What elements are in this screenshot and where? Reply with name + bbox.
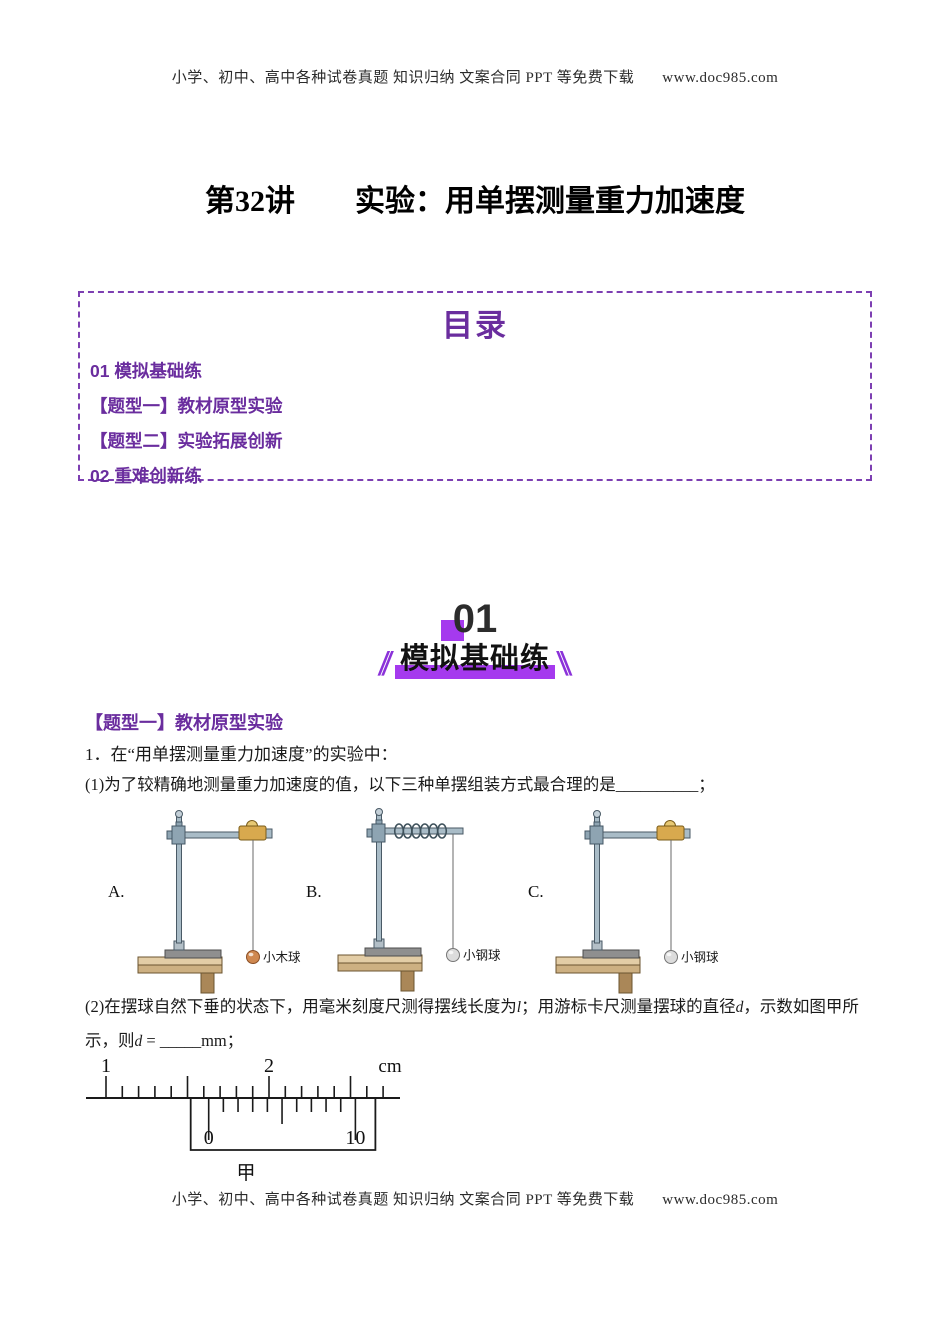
ball-label: 小钢球 [681, 951, 719, 965]
page-footer: 小学、初中、高中各种试卷真题 知识归纳 文案合同 PPT 等免费下载 www.do… [0, 1188, 950, 1209]
pendulum-ball [446, 948, 460, 962]
rod-knob [375, 808, 383, 816]
toc-item-type1: 【题型一】教材原型实验 [90, 396, 283, 416]
answer-blank: _____ [159, 1031, 202, 1050]
pendulum-svg: 小木球 [137, 810, 301, 994]
part2-text-c: ，示数如图甲所示，则 [85, 997, 859, 1050]
brass-clamp [238, 825, 267, 841]
purple-square-decoration [440, 620, 464, 641]
table-edge [555, 964, 641, 974]
unit-label: cm [378, 1056, 401, 1077]
part2-text-a: (2)在摆球自然下垂的状态下，用毫米刻度尺测得摆线长度为 [85, 997, 517, 1016]
page-title: 第32讲 实验：用单摆测量重力加速度 [205, 185, 745, 218]
header-text: 小学、初中、高中各种试卷真题 知识归纳 文案合同 PPT 等免费下载 [171, 70, 635, 86]
question1-part2: (2)在摆球自然下垂的状态下，用毫米刻度尺测得摆线长度为l；用游标卡尺测量摆球的… [85, 990, 887, 1058]
cross-clamp [371, 823, 386, 843]
table-edge [137, 964, 223, 974]
toc-item-type2: 【题型二】实验拓展创新 [90, 431, 283, 451]
table-leg [618, 972, 633, 994]
purple-bar-decoration [394, 665, 555, 679]
figure-caption: 甲 [236, 1163, 255, 1184]
option-letter-b: B. [306, 882, 322, 901]
option-letter-c: C. [528, 882, 544, 901]
question1-part1: (1)为了较精确地测量重力加速度的值，以下三种单摆组装方式最合理的是______… [85, 775, 715, 794]
page-header: 小学、初中、高中各种试卷真题 知识归纳 文案合同 PPT 等免费下载 www.do… [0, 66, 950, 87]
ball-highlight [448, 950, 454, 955]
option-letter-a: A. [108, 882, 125, 901]
toc-title: 目录 [442, 308, 508, 343]
toc-item-list: 01 模拟基础练 【题型一】教材原型实验 【题型二】实验拓展创新 02 重难创新… [90, 354, 870, 494]
pendulum-svg: 小钢球 [337, 808, 501, 992]
type1-heading: 【题型一】教材原型实验 [85, 713, 283, 733]
vernier-label: 0 [204, 1127, 214, 1149]
ball-highlight [248, 952, 254, 957]
vernier-label: 10 [345, 1127, 365, 1149]
right-slash-decoration: ∥ [552, 649, 576, 676]
rod-knob [593, 810, 601, 818]
clamp-side-nub [265, 828, 273, 839]
main-scale-label: 2 [264, 1055, 274, 1077]
vernier-frame [189, 1098, 377, 1151]
pendulum-stand-c: 小钢球 [553, 805, 753, 1000]
pendulum-ball [246, 950, 260, 964]
toc-box: 目录 01 模拟基础练 【题型一】教材原型实验 【题型二】实验拓展创新 02 重… [78, 291, 872, 486]
clamp-side-nub [683, 828, 691, 839]
horizontal-arm [384, 827, 464, 835]
question1-stem: 1．在“用单摆测量重力加速度”的实验中： [85, 745, 398, 764]
pendulum-stand-b: 小钢球 [335, 803, 535, 998]
cross-clamp [589, 825, 604, 845]
variable-d2: d [134, 1033, 143, 1050]
section-name: 模拟基础练 [394, 643, 555, 679]
footer-url: www.doc985.com [662, 1192, 779, 1208]
main-scale-label: 1 [101, 1055, 111, 1077]
pendulum-svg: 小钢球 [555, 810, 719, 994]
variable-l: l [516, 999, 522, 1016]
table-leg [400, 970, 415, 992]
section-number: 01 [440, 598, 497, 641]
base-plate [364, 947, 422, 957]
vernier-caliper-figure: 1 2 cm 0 10 甲 [78, 1052, 418, 1192]
ball-label: 小钢球 [463, 949, 501, 963]
ball-label: 小木球 [263, 951, 301, 965]
base-plate [164, 949, 222, 959]
rod-knob [175, 810, 183, 818]
footer-text: 小学、初中、高中各种试卷真题 知识归纳 文案合同 PPT 等免费下载 [171, 1192, 635, 1208]
section-banner: 01 ∥模拟基础练∥ [0, 598, 950, 679]
variable-d: d [735, 999, 744, 1016]
caliper-svg: 1 2 cm 0 10 甲 [86, 1055, 402, 1184]
table-leg [200, 972, 215, 994]
cross-clamp [171, 825, 186, 845]
header-url: www.doc985.com [662, 70, 779, 86]
ball-highlight [666, 952, 672, 957]
toc-item-advanced-practice: 02 重难创新练 [90, 466, 202, 486]
pendulum-ball [664, 950, 678, 964]
base-plate [582, 949, 640, 959]
part2-text-e: mm； [201, 1031, 244, 1050]
brass-clamp [656, 825, 685, 841]
pendulum-stand-a: 小木球 [135, 805, 335, 1000]
table-edge [337, 962, 423, 972]
part2-equals: = [142, 1031, 160, 1050]
part2-text-b: ；用游标卡尺测量摆球的直径 [521, 997, 736, 1016]
toc-item-basic-practice: 01 模拟基础练 [90, 361, 202, 381]
string-coil [436, 823, 448, 839]
